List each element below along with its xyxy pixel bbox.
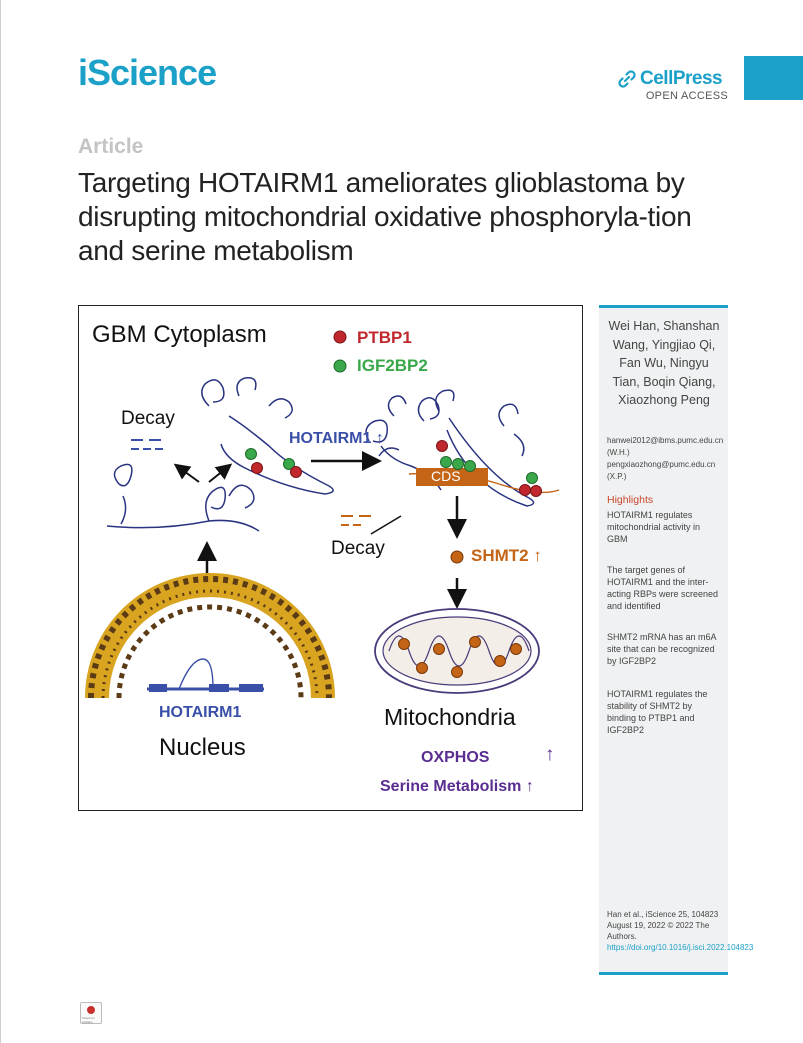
cds-label: CDS bbox=[431, 468, 461, 484]
ptbp1-label: PTBP1 bbox=[357, 328, 412, 347]
graphical-abstract-drawing bbox=[85, 330, 560, 699]
publisher-logo[interactable]: CellPress OPEN ACCESS bbox=[618, 68, 733, 102]
nucleus-membrane bbox=[85, 573, 335, 699]
mitochondria-label: Mitochondria bbox=[384, 704, 516, 730]
article-type: Article bbox=[78, 135, 144, 158]
contact-emails: hanwei2012@ibms.pumc.edu.cn (W.H.) pengx… bbox=[607, 435, 725, 483]
cds-box bbox=[416, 468, 488, 486]
sidebar-top-rule bbox=[599, 305, 728, 308]
cytoplasm-label: GBM Cytoplasm bbox=[92, 321, 267, 348]
shmt2-dot bbox=[450, 550, 464, 564]
email-link[interactable]: pengxiaozhong@pumc.edu.cn (X.P.) bbox=[607, 460, 716, 481]
decay-dashes-mid bbox=[341, 515, 371, 526]
journal-logo[interactable]: iScience bbox=[78, 52, 217, 93]
highlight-item: HOTAIRM1 regulates mitochondrial activit… bbox=[607, 510, 701, 544]
citation: Han et al., iScience 25, 104823 August 1… bbox=[607, 909, 754, 953]
ptbp1-legend-dot bbox=[333, 330, 347, 344]
nucleus-hotairm1-label: HOTAIRM1 bbox=[159, 704, 242, 721]
highlight-item: HOTAIRM1 regulates the stability of SHMT… bbox=[607, 689, 708, 735]
decay-dashes-top bbox=[131, 439, 163, 450]
nucleus-label: Nucleus bbox=[159, 734, 246, 761]
sidebar: Wei Han, Shanshan Wang, Yingjiao Qi, Fan… bbox=[599, 305, 754, 975]
oxphos-up-arrow: ↑ bbox=[545, 744, 555, 765]
sidebar-bottom-rule bbox=[599, 972, 728, 975]
nucleus-lncrna bbox=[147, 658, 264, 692]
decay-label-top: Decay bbox=[121, 408, 175, 429]
arrow-to-decay bbox=[173, 463, 200, 483]
update-icon bbox=[87, 1006, 95, 1014]
author-list: Wei Han, Shanshan Wang, Yingjiao Qi, Fan… bbox=[608, 319, 720, 407]
graphical-abstract: GBM Cytoplasm PTBP1 IGF2BP2 Decay HOTAIR… bbox=[78, 305, 583, 811]
shmt2-label: SHMT2 ↑ bbox=[471, 546, 542, 565]
highlight-item: SHMT2 mRNA has an m6A site that can be r… bbox=[607, 632, 717, 666]
igf2bp2-label: IGF2BP2 bbox=[357, 356, 428, 375]
citation-text: Han et al., iScience 25, 104823 August 1… bbox=[607, 910, 719, 941]
link-icon bbox=[618, 70, 636, 88]
article-title: Targeting HOTAIRM1 ameliorates glioblast… bbox=[78, 167, 692, 266]
highlight-item: The target genes of HOTAIRM1 and the int… bbox=[607, 565, 719, 611]
badge-label: Check for updates bbox=[82, 1016, 95, 1024]
hotairm1-cyto-label: HOTAIRM1 ↑ bbox=[289, 430, 384, 447]
publisher-name: CellPress bbox=[640, 68, 723, 89]
highlights-title: Highlights bbox=[607, 494, 654, 506]
corner-accent bbox=[744, 56, 803, 100]
email-link[interactable]: hanwei2012@ibms.pumc.edu.cn (W.H.) bbox=[607, 436, 724, 457]
check-for-updates-badge[interactable]: Check for updates bbox=[80, 1002, 102, 1024]
igf2bp2-legend-dot bbox=[333, 359, 347, 373]
page-edge-rule bbox=[0, 0, 1, 1043]
oxphos-label: OXPHOS bbox=[421, 749, 490, 766]
serine-label: Serine Metabolism ↑ bbox=[380, 778, 534, 795]
open-access-label: OPEN ACCESS bbox=[645, 90, 728, 102]
mitochondria-icon bbox=[374, 608, 540, 694]
rna-cluster-left bbox=[106, 377, 334, 532]
doi-link[interactable]: https://doi.org/10.1016/j.isci.2022.1048… bbox=[607, 943, 754, 952]
decay-label-mid: Decay bbox=[331, 538, 385, 559]
